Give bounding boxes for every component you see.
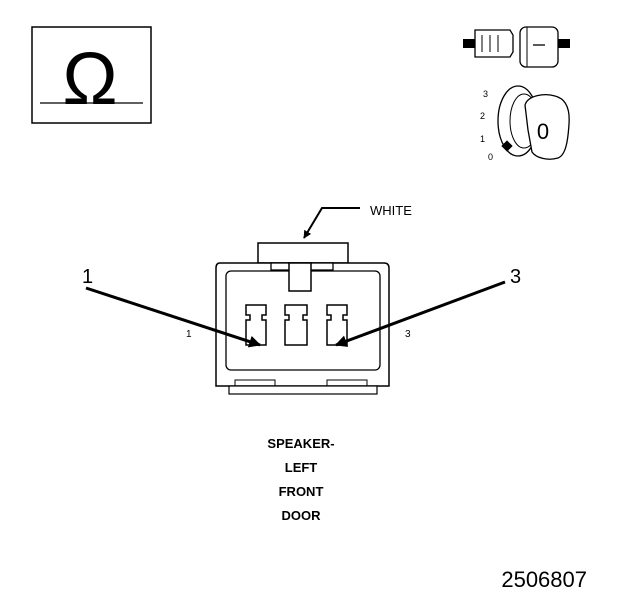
wire-color-arrow (303, 207, 360, 239)
callout-arrow-1 (85, 286, 262, 348)
ignition-position-3: 3 (483, 89, 488, 99)
cavity-3 (326, 304, 348, 346)
connector-lock-tab (257, 242, 349, 264)
connector-caption: SPEAKER- LEFT FRONT DOOR (267, 436, 334, 523)
cavity-2 (284, 304, 308, 346)
connector-latch (288, 262, 312, 292)
cavity-1 (245, 304, 267, 346)
caption-line-2: LEFT (285, 460, 318, 475)
callout-number-3: 3 (510, 266, 521, 288)
wire-color-label: WHITE (370, 203, 412, 218)
connector-face (215, 242, 390, 395)
callout-arrow-3 (334, 280, 506, 347)
ignition-key-icon: 3 2 1 0 0 (480, 85, 570, 162)
ignition-position-0: 0 (488, 152, 493, 162)
ohmmeter-icon: Ω (31, 26, 152, 124)
caption-line-1: SPEAKER- (267, 436, 334, 451)
callout-number-1: 1 (82, 266, 93, 288)
ignition-key-label: 0 (537, 119, 549, 144)
caption-line-3: FRONT (279, 484, 324, 499)
cavity-label-1: 1 (186, 329, 192, 340)
ohm-symbol: Ω (62, 37, 117, 120)
caption-line-4: DOOR (282, 508, 322, 523)
ignition-position-2: 2 (480, 111, 485, 121)
disconnect-connector-icon (463, 26, 570, 68)
ignition-position-1: 1 (480, 134, 485, 144)
cavity-label-3: 3 (405, 329, 411, 340)
figure-number: 2506807 (501, 567, 587, 592)
